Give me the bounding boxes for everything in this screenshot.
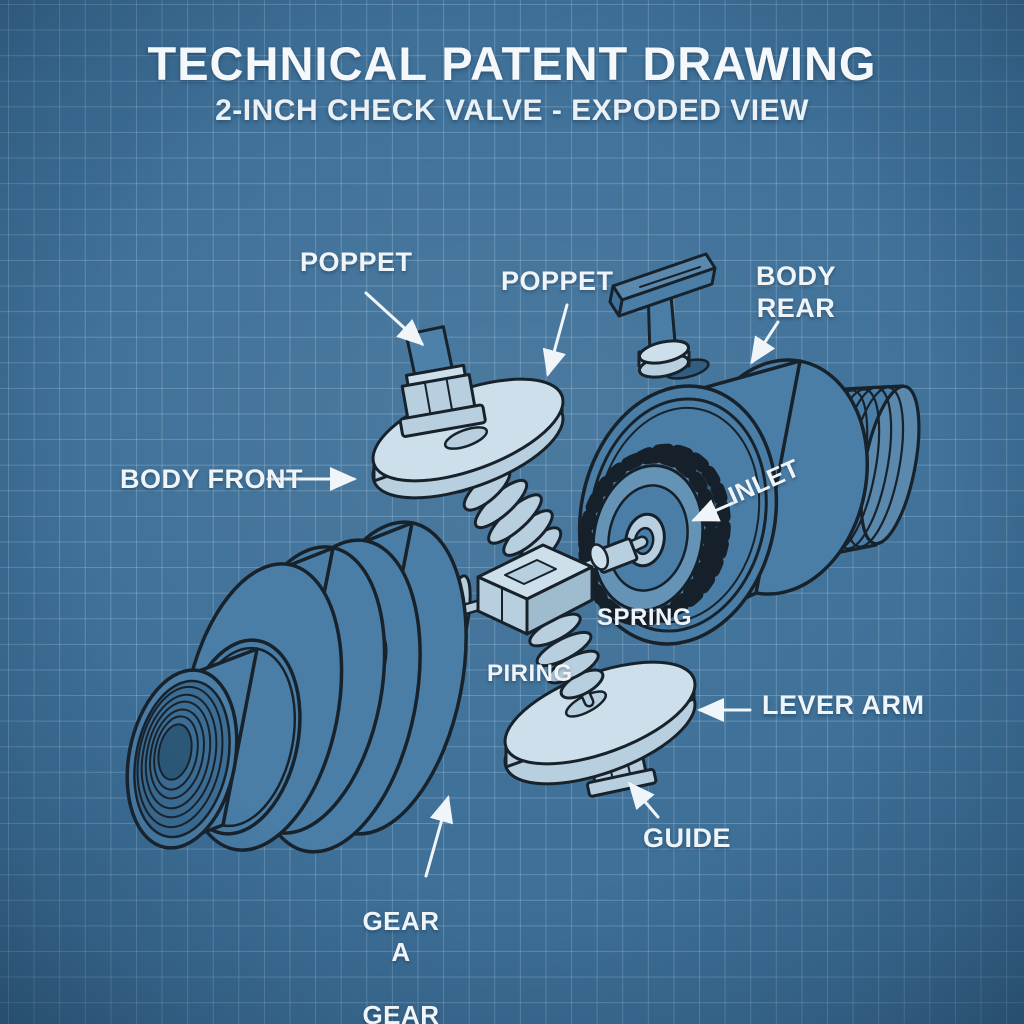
page-title: TECHNICAL PATENT DRAWING xyxy=(147,37,877,90)
label-gear-b: GEAR B xyxy=(362,999,440,1024)
poppet-plug-drawing xyxy=(398,325,487,438)
label-poppet-right: POPPET xyxy=(501,266,614,296)
label-body-front: BODY FRONT xyxy=(120,464,304,494)
arrow-gear xyxy=(424,795,454,878)
arrow-guide xyxy=(628,781,660,819)
label-piring: PIRING xyxy=(487,660,573,687)
arrow-body-rear xyxy=(750,320,780,365)
label-spring: SPRING xyxy=(597,604,693,631)
page-subtitle: 2-INCH CHECK VALVE - EXPODED VIEW xyxy=(215,94,809,127)
label-poppet-left: POPPET xyxy=(300,247,413,277)
label-guide: GUIDE xyxy=(643,823,732,853)
label-gear: GEAR A GEAR B xyxy=(352,875,450,1024)
label-lever-arm: LEVER ARM xyxy=(762,690,925,720)
label-gear-a: GEAR A xyxy=(362,906,440,968)
poppet-nut xyxy=(398,363,487,438)
body-front-drawing xyxy=(125,520,468,854)
arrow-poppet-right xyxy=(542,303,569,377)
label-body-rear: BODY REAR xyxy=(755,261,836,324)
arrow-poppet-left xyxy=(364,291,425,347)
